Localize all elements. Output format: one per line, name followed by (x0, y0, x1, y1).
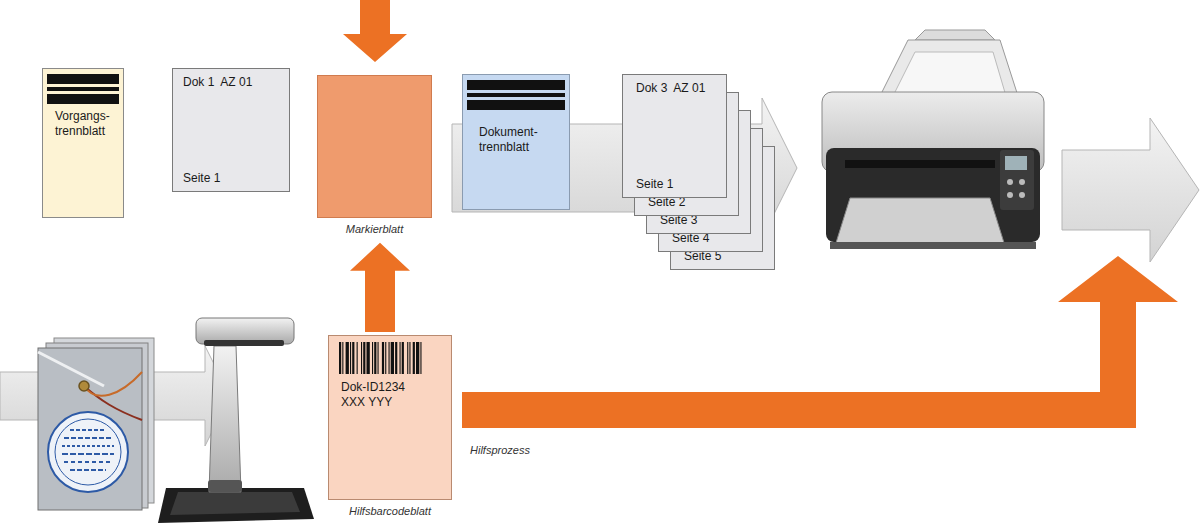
marker-sheet: Markierblatt (317, 75, 432, 237)
label-text: Dok-ID1234 XXX YYY (341, 380, 425, 410)
label-text: Dokument- trennblatt (479, 125, 563, 155)
document-scanner (822, 30, 1044, 249)
document-page: Dok 1 AZ 01 Seite 1 (172, 68, 290, 192)
separator-bar (47, 74, 119, 84)
overhead-scanner (158, 318, 314, 523)
label-text: Dok 3 AZ 01 (636, 81, 720, 96)
document-page: Dok 3 AZ 01 Seite 1 (622, 74, 727, 198)
barcode-sheet-body: Dok-ID1234 XXX YYY (328, 335, 452, 500)
barcode-sheet: Dok-ID1234 XXX YYY Hilfsbarcodeblatt (328, 335, 452, 519)
insert-arrow (343, 0, 407, 62)
label-text: Seite 1 (183, 171, 281, 186)
separator-bar (47, 94, 119, 104)
label-holder: Hilfsprozess (470, 440, 530, 458)
sealed-document-photo (38, 338, 154, 510)
marker-sheet-body (317, 75, 432, 218)
auxiliary-process-arrow (462, 256, 1178, 428)
process-label: Hilfsprozess (470, 444, 530, 456)
label-text: Vorgangs- trennblatt (55, 109, 119, 139)
separator-sheet: Vorgangs- trennblatt (42, 68, 124, 218)
label-text: Seite 1 (636, 177, 720, 192)
connector-arrow (350, 243, 410, 332)
separator-bar (467, 100, 565, 110)
separator-bar (47, 87, 119, 91)
separator-bar (467, 80, 565, 90)
separator-bar (467, 93, 565, 97)
separator-sheet: Dokument- trennblatt (462, 74, 570, 210)
barcode (339, 342, 443, 374)
label-text: Markierblatt (346, 223, 403, 237)
flow-arrow (1062, 118, 1199, 262)
label-text: Dok 1 AZ 01 (183, 75, 281, 90)
label-text: Hilfsbarcodeblatt (349, 505, 431, 519)
